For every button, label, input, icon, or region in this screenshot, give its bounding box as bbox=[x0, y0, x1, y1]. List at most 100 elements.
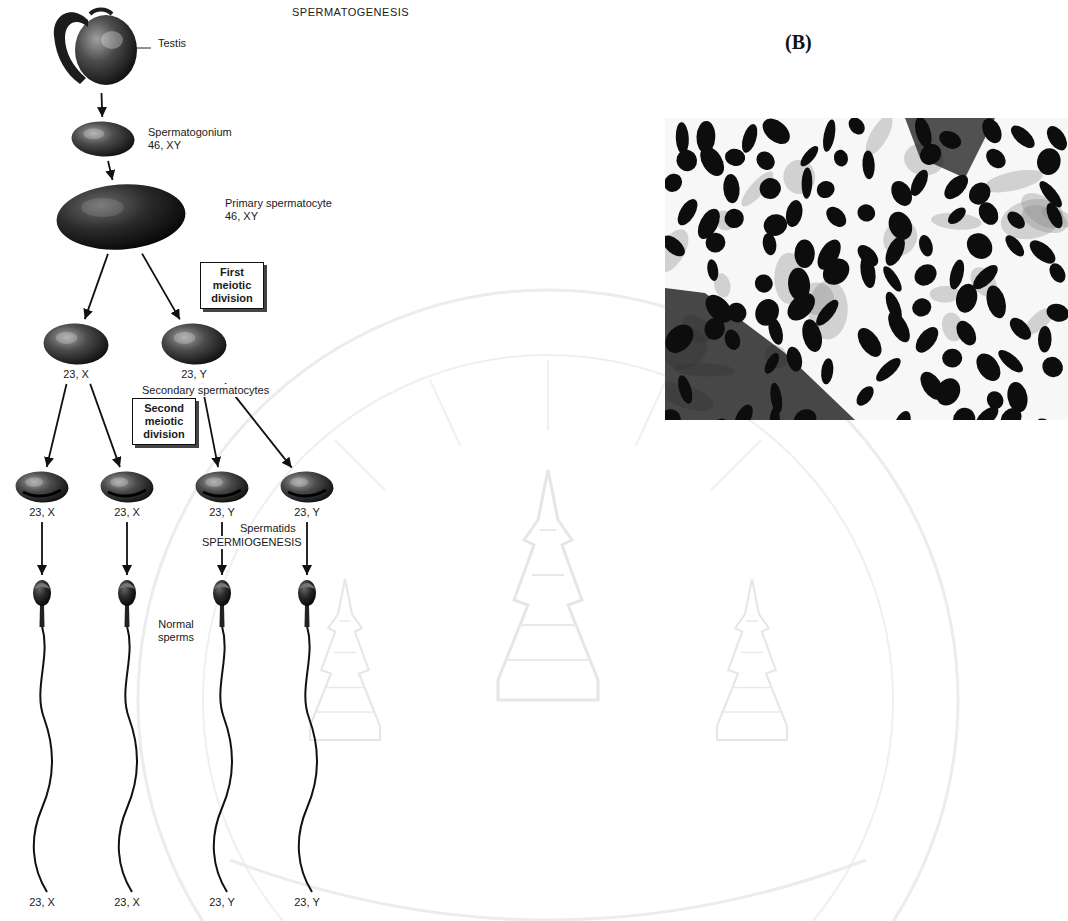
testis-organ: Testis bbox=[46, 2, 186, 90]
cell-nucleus bbox=[972, 403, 1002, 420]
cell-nucleus bbox=[845, 118, 868, 138]
karyotype-label: 23, X bbox=[29, 896, 55, 909]
text-holder: 23, X bbox=[63, 368, 89, 381]
arrow-connector bbox=[47, 384, 67, 467]
cell-nucleus bbox=[791, 405, 820, 420]
cell-nucleus bbox=[890, 409, 915, 420]
arrow-connector bbox=[126, 522, 128, 575]
cell-nucleus bbox=[799, 317, 825, 354]
cell-nucleus bbox=[695, 143, 729, 181]
karyotype-label: 23, X bbox=[29, 506, 55, 519]
cell-nucleus bbox=[953, 282, 980, 315]
germ-cell: 23, X bbox=[14, 470, 70, 519]
sperm-cell: 23, X bbox=[20, 578, 64, 909]
micrograph-ground bbox=[665, 118, 1068, 420]
cell-nucleus bbox=[673, 146, 701, 174]
cell-body bbox=[42, 322, 109, 366]
cell-nucleus bbox=[858, 254, 878, 289]
cell-shape bbox=[55, 183, 187, 251]
germ-cell: 23, Y bbox=[279, 470, 335, 519]
cell-name: Spermatogonium bbox=[148, 126, 232, 139]
cell-shape bbox=[160, 322, 228, 366]
cell-nucleus bbox=[907, 167, 931, 198]
text-holder: Second meiotic division bbox=[137, 402, 191, 441]
cell-nucleus bbox=[853, 324, 886, 361]
division-label: First meiotic division bbox=[205, 266, 259, 305]
cell-nucleus bbox=[758, 118, 795, 149]
arrow-connector bbox=[142, 254, 180, 320]
seal-pagoda bbox=[717, 579, 787, 740]
cell-nucleus bbox=[1032, 415, 1059, 420]
cell-nucleus bbox=[784, 345, 804, 373]
karyotype-label: 23, X bbox=[114, 506, 140, 519]
cell-nucleus bbox=[854, 201, 878, 225]
cell-nucleus bbox=[704, 415, 730, 420]
text-holder: Testis bbox=[158, 37, 186, 50]
cell-nucleus bbox=[983, 283, 1009, 320]
cell-nucleus bbox=[917, 233, 935, 258]
dark-band bbox=[665, 288, 855, 420]
text-holder: First meiotic division bbox=[205, 266, 259, 305]
text-holder: 23, Y bbox=[209, 506, 235, 519]
testis-shape bbox=[46, 2, 154, 90]
cell-nucleus bbox=[801, 167, 813, 199]
cell-nucleus bbox=[722, 173, 740, 204]
arrow-connector bbox=[108, 161, 112, 180]
cell-nucleus bbox=[1046, 260, 1068, 285]
cell-nucleus bbox=[723, 299, 750, 327]
cell-nucleus bbox=[1002, 232, 1027, 259]
cell-nucleus bbox=[1044, 301, 1068, 324]
cell-nucleus bbox=[832, 148, 850, 168]
cell-nucleus bbox=[909, 295, 934, 319]
cell-nucleus bbox=[782, 288, 820, 326]
cell-nucleus bbox=[1026, 236, 1060, 268]
cell-nucleus bbox=[722, 328, 742, 352]
germ-cell: Primary spermatocyte46, XY bbox=[55, 183, 332, 251]
cell-nucleus bbox=[940, 171, 972, 204]
cell-nucleus bbox=[1006, 314, 1035, 344]
tissue-smudge bbox=[982, 165, 1045, 196]
cell-shape bbox=[279, 470, 335, 504]
cell-body bbox=[280, 470, 335, 504]
karyotype-label: 23, X bbox=[63, 368, 89, 381]
cell-nucleus bbox=[761, 232, 778, 256]
cell-nucleus bbox=[916, 140, 946, 169]
cell-nucleus bbox=[798, 143, 822, 169]
cell-nucleus bbox=[862, 150, 876, 179]
cell-nucleus bbox=[822, 203, 850, 231]
arrow-connector bbox=[41, 522, 43, 575]
cell-nucleus bbox=[882, 234, 909, 269]
cell-nucleus bbox=[665, 319, 699, 358]
cell-nucleus bbox=[911, 323, 942, 357]
cell-nucleus bbox=[820, 358, 835, 385]
sperm-shape bbox=[285, 578, 329, 894]
cell-nucleus bbox=[982, 145, 1009, 172]
cell-nucleus bbox=[818, 253, 855, 290]
cell-nucleus bbox=[910, 260, 941, 290]
cell-nucleus bbox=[880, 264, 905, 295]
germ-cell: 23, Y bbox=[160, 322, 228, 381]
cell-nucleus bbox=[1004, 208, 1028, 232]
organ-label: Testis bbox=[158, 37, 186, 50]
cell-nucleus bbox=[1038, 326, 1052, 353]
seal-ribbon bbox=[230, 860, 866, 920]
cell-shape bbox=[14, 470, 70, 504]
germ-cell: 23, X bbox=[42, 322, 110, 381]
cell-nucleus bbox=[1034, 146, 1063, 177]
cell-shape bbox=[42, 322, 110, 366]
cell-nucleus bbox=[701, 229, 729, 257]
stage-label: Normal sperms bbox=[152, 618, 200, 644]
cell-nucleus bbox=[1043, 201, 1066, 231]
germ-cell: 23, X bbox=[99, 470, 155, 519]
text-holder: 23, Y bbox=[294, 896, 320, 909]
sperm-shape bbox=[20, 578, 64, 894]
karyotype-label: 23, Y bbox=[181, 368, 207, 381]
cell-nucleus bbox=[770, 407, 781, 420]
cell-name: Primary spermatocyte bbox=[225, 197, 332, 210]
sperm-cell: 23, Y bbox=[200, 578, 244, 909]
cell-body bbox=[15, 470, 70, 504]
karyotype-label: 23, Y bbox=[209, 506, 235, 519]
cell-nucleus bbox=[1038, 353, 1067, 382]
text-holder: 23, Y bbox=[209, 896, 235, 909]
cell-nucleus bbox=[756, 174, 785, 203]
